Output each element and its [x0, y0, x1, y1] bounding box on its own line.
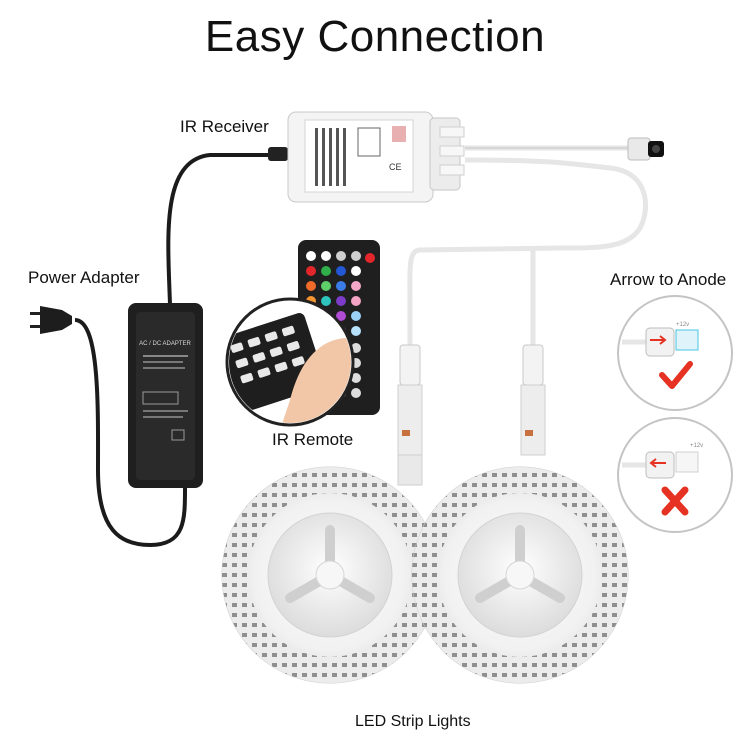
power-adapter-body: AC / DC ADAPTER [128, 303, 203, 488]
mains-plug [30, 306, 72, 334]
led-reel-left [221, 466, 439, 684]
anode-wrong-detail: +12v [617, 417, 733, 533]
page-title: Easy Connection [204, 12, 546, 61]
mains-cable [74, 318, 187, 548]
anode-correct-detail: +12v [617, 295, 733, 411]
svg-text:+12v: +12v [690, 443, 703, 449]
ir-receiver-label: IR Receiver [180, 117, 269, 136]
led-strip-lights-label: LED Strip Lights [355, 713, 471, 730]
dc-plug [268, 147, 288, 161]
adapter-label: AC / DC ADAPTER [139, 341, 191, 347]
ir-remote-label: IR Remote [272, 430, 354, 449]
dc-jack [627, 137, 664, 161]
led-reel-right [411, 466, 629, 684]
cross-icon [661, 486, 689, 516]
strip-split-cable [407, 157, 648, 345]
ir-receiver-box: CE [287, 111, 465, 203]
svg-text:+12v: +12v [676, 322, 689, 328]
receiver-power-cable [166, 153, 280, 306]
power-adapter-label: Power Adapter [28, 268, 140, 287]
arrow-to-anode-label: Arrow to Anode [610, 270, 727, 289]
checkmark-icon [659, 361, 693, 389]
strip-connector-right [520, 344, 546, 456]
svg-text:CE: CE [389, 162, 402, 172]
strip-connector-left [397, 344, 423, 486]
